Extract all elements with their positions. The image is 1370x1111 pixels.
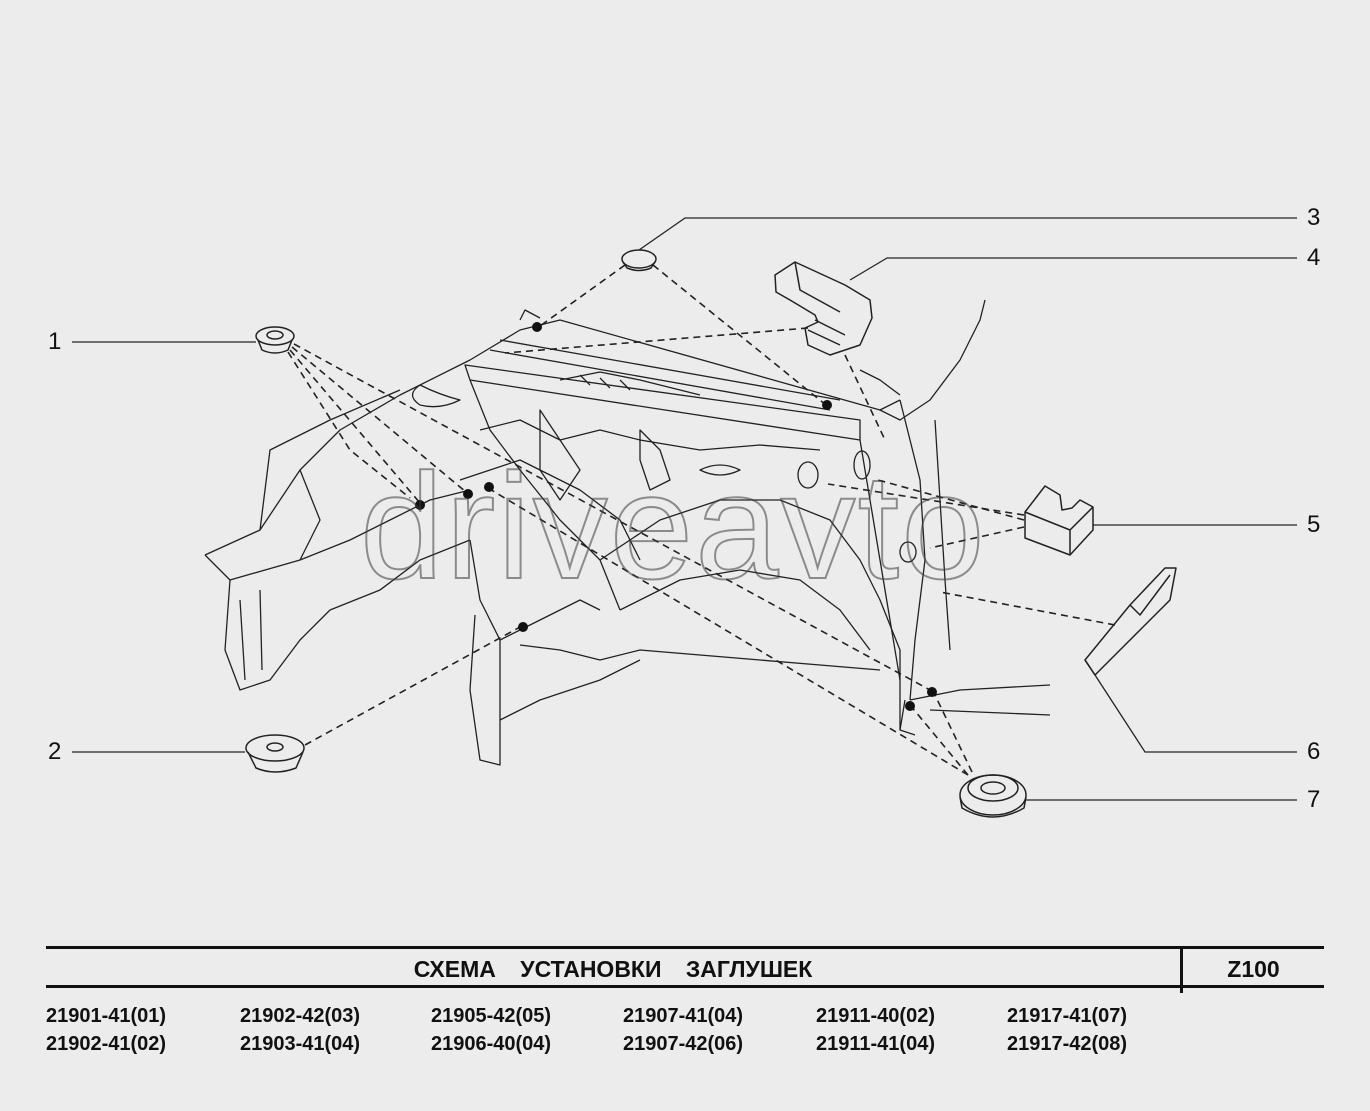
leader-lines (72, 217, 1297, 801)
model-code: 21911-41(04) (816, 1033, 935, 1055)
callout-4: 4 (1307, 244, 1321, 271)
model-code: 21901-41(01) (46, 1005, 167, 1027)
part-4-bracket (774, 261, 873, 356)
part-5-block (1024, 485, 1094, 556)
model-code: 21917-41(07) (1007, 1005, 1128, 1027)
model-column: 21907-41(04) 21907-42(06) (623, 1002, 743, 1058)
diagram-title: СХЕМА УСТАНОВКИ ЗАГЛУШЕК (413, 956, 813, 982)
dashed-arrows (287, 264, 1116, 776)
part-7-grommet (959, 774, 1027, 818)
mounting-dots (415, 322, 937, 711)
model-column: 21902-42(03) 21903-41(04) (240, 1002, 360, 1058)
model-code: 21907-41(04) (623, 1005, 744, 1027)
model-code: 21902-41(02) (46, 1033, 167, 1055)
part-3-plug (621, 249, 657, 272)
model-column: 21901-41(01) 21902-41(02) (46, 1002, 166, 1058)
part-6-strip (1084, 567, 1177, 676)
callout-6: 6 (1307, 738, 1321, 765)
diagram-code: Z100 (1227, 956, 1280, 982)
model-code: 21902-42(03) (240, 1005, 361, 1027)
title-divider (1180, 949, 1183, 993)
model-column: 21911-40(02) 21911-41(04) (816, 1002, 935, 1058)
model-code: 21905-42(05) (431, 1005, 552, 1027)
body-structure (204, 299, 1051, 766)
callout-3: 3 (1307, 204, 1321, 231)
part-2-plug (245, 734, 305, 773)
model-code: 21907-42(06) (623, 1033, 744, 1055)
model-column: 21917-41(07) 21917-42(08) (1007, 1002, 1127, 1058)
model-code: 21906-40(04) (431, 1033, 552, 1055)
callout-2: 2 (48, 738, 62, 765)
callout-7: 7 (1307, 786, 1321, 813)
model-code: 21903-41(04) (240, 1033, 361, 1055)
part-1-plug (255, 326, 295, 354)
model-code: 21911-40(02) (816, 1005, 935, 1027)
model-code: 21917-42(08) (1007, 1033, 1128, 1055)
title-block: СХЕМА УСТАНОВКИ ЗАГЛУШЕК Z100 (46, 946, 1324, 993)
callout-5: 5 (1307, 511, 1321, 538)
model-column: 21905-42(05) 21906-40(04) (431, 1002, 551, 1058)
callout-1: 1 (48, 328, 62, 355)
